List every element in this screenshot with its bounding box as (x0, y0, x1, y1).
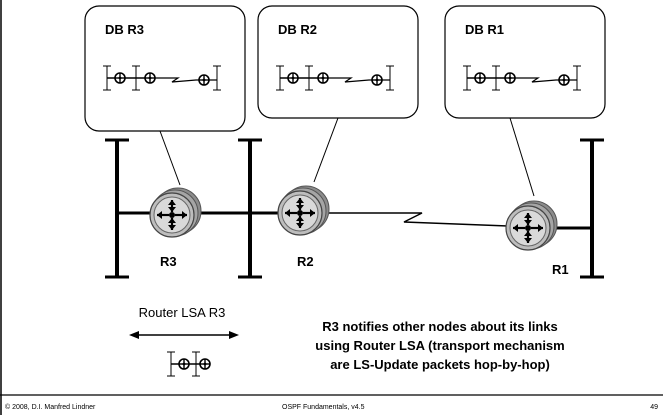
description-line-3: are LS-Update packets hop-by-hop) (330, 357, 550, 372)
serial-link-r2-r1 (322, 212, 509, 227)
db-box-r1: DB R1 (444, 5, 606, 119)
router-lsa-topology-icon (167, 351, 211, 377)
db-box-r3-title: DB R3 (105, 22, 144, 37)
network-segment-middle (238, 138, 262, 279)
router-r2-label: R2 (297, 254, 314, 269)
router-lsa-label: Router LSA R3 (139, 305, 226, 320)
router-r2 (276, 184, 331, 237)
db-box-r2-title: DB R2 (278, 22, 317, 37)
db-r3-topology-icon (103, 65, 221, 91)
db-r2-pointer-line (313, 117, 339, 183)
router-r3-label: R3 (160, 254, 177, 269)
db-r1-pointer-line (509, 117, 535, 197)
db-r1-topology-icon (463, 65, 581, 91)
description-line-2: using Router LSA (transport mechanism (315, 338, 564, 353)
footer-title: OSPF Fundamentals, v4.5 (282, 404, 365, 411)
db-r3-pointer-line (159, 130, 181, 186)
db-r2-topology-icon (276, 65, 394, 91)
description-line-1: R3 notifies other nodes about its links (322, 319, 557, 334)
footer-copyright: © 2008, D.I. Manfred Lindner (5, 403, 96, 411)
router-r1-label: R1 (552, 262, 569, 277)
db-box-r3: DB R3 (84, 5, 246, 132)
router-r3 (148, 186, 203, 239)
footer-page-number: 49 (650, 404, 658, 411)
db-box-r1-title: DB R1 (465, 22, 504, 37)
network-segment-left (105, 138, 129, 279)
router-lsa-arrow (129, 331, 239, 339)
db-box-r2: DB R2 (257, 5, 419, 119)
network-segment-right (580, 138, 604, 279)
router-r1 (504, 199, 559, 252)
